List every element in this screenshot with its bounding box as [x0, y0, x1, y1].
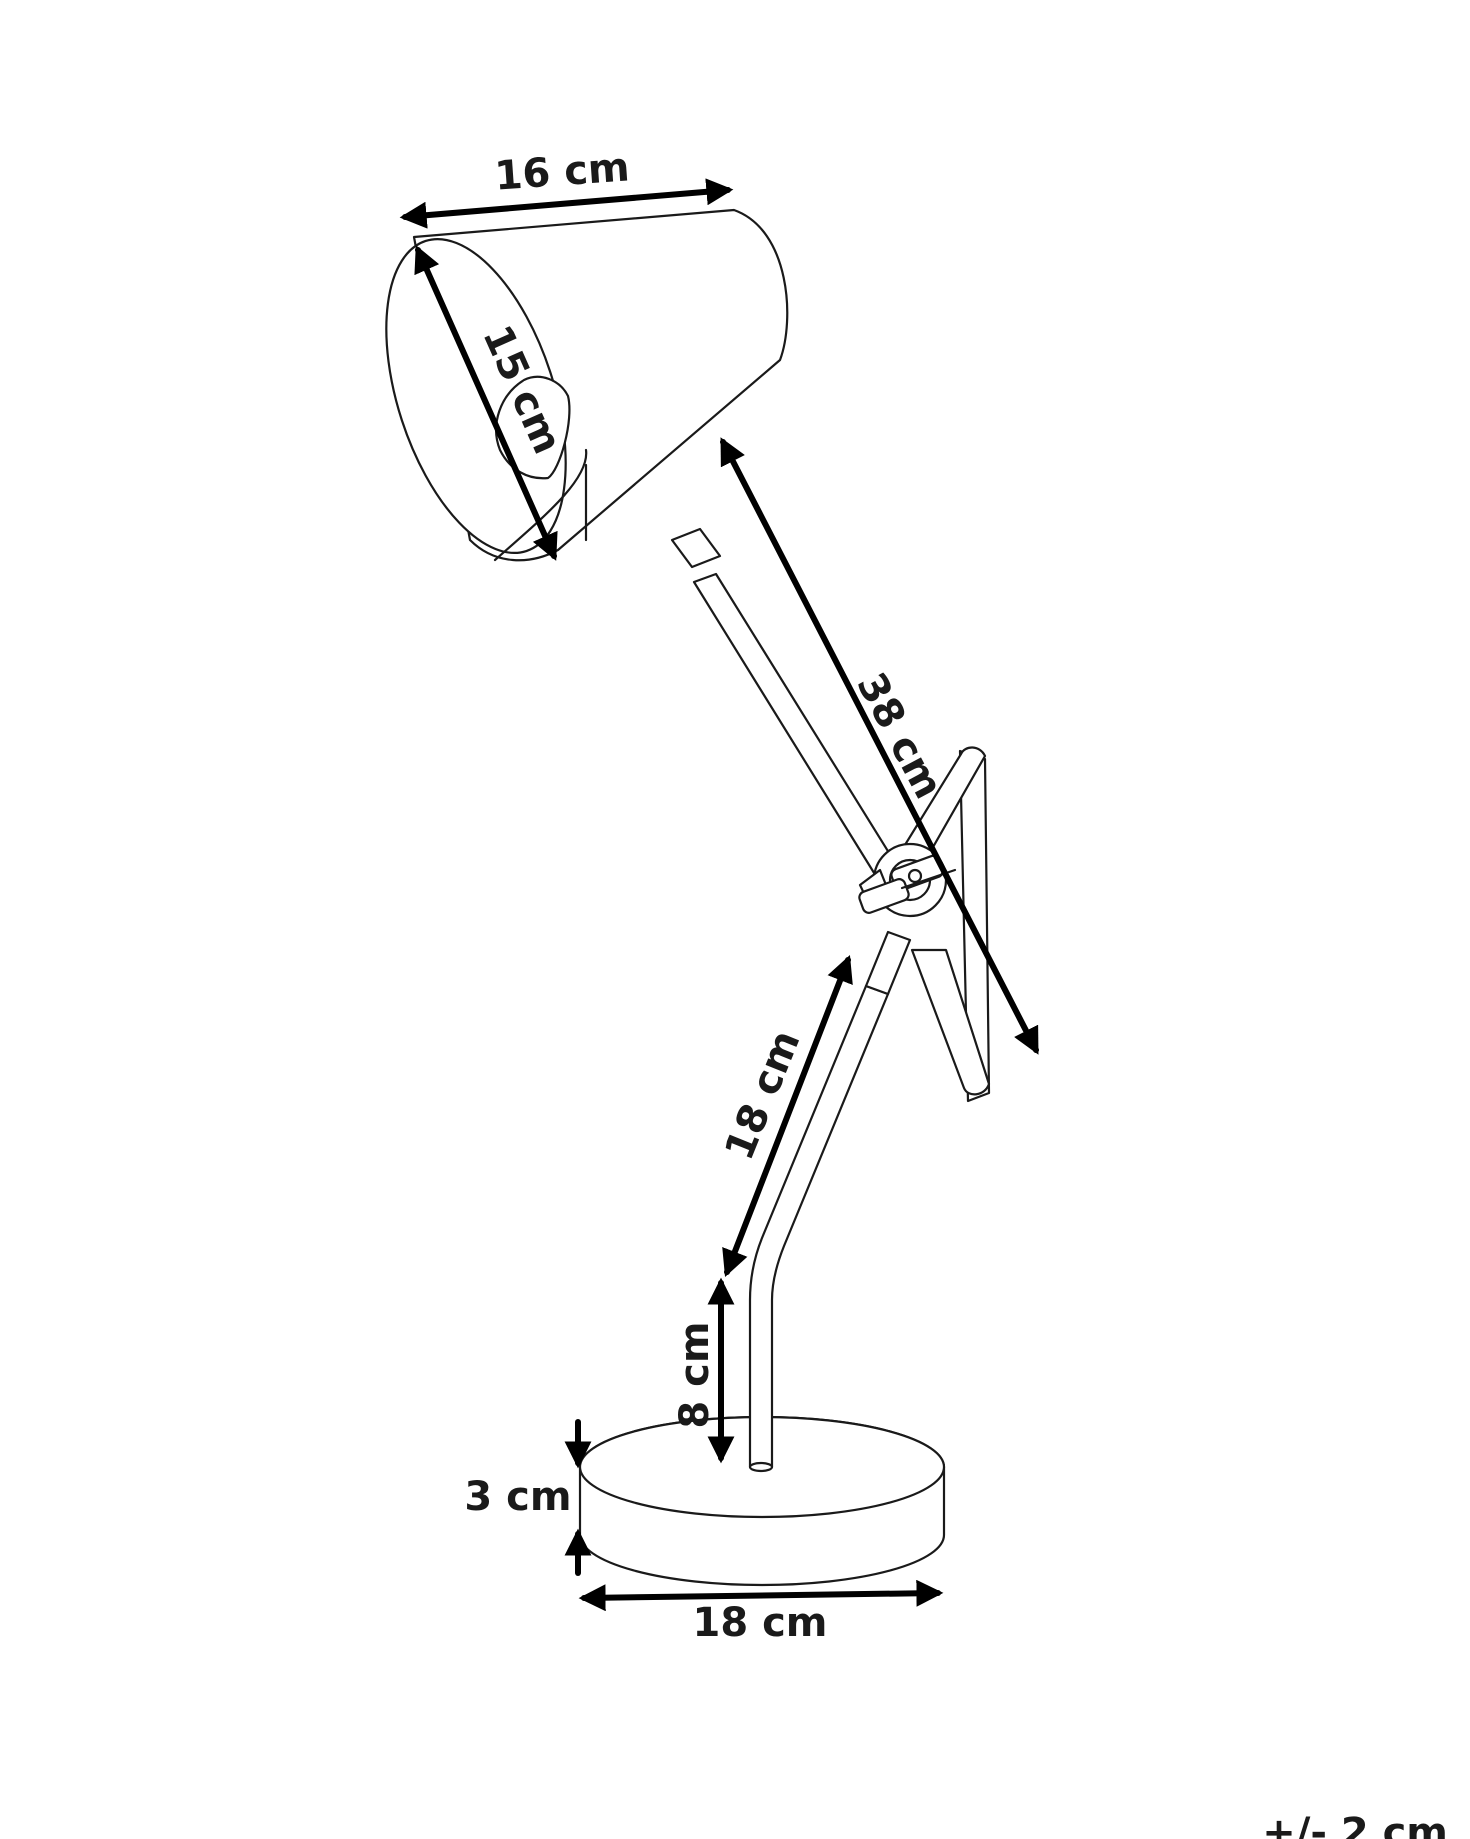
label-base-height: 3 cm — [464, 1474, 571, 1520]
dimension-arrows — [399, 178, 1039, 1612]
arrow-shade-diameter — [414, 245, 558, 561]
lamp-illustration — [385, 208, 991, 1587]
arrow-lower-arm — [722, 954, 853, 1278]
arrow-shade-length — [399, 178, 734, 229]
label-base-diameter: 18 cm — [693, 1600, 828, 1646]
lamp-shade — [385, 208, 789, 562]
label-shade-length: 16 cm — [493, 144, 631, 199]
label-stem: 8 cm — [672, 1321, 718, 1428]
arrow-upper-arm — [720, 437, 1039, 1055]
arrow-base-diameter — [578, 1579, 944, 1612]
lower-arm — [864, 930, 912, 996]
label-tolerance: +/- 2 cm — [1262, 1810, 1448, 1839]
